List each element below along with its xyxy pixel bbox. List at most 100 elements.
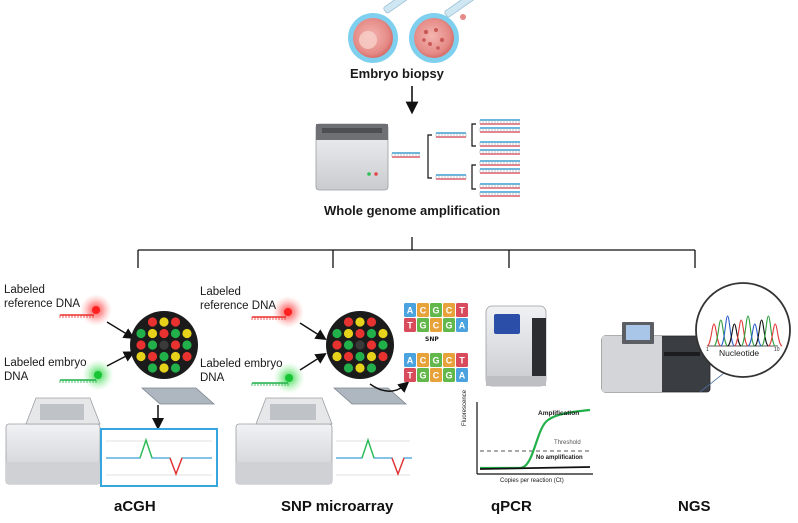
snp-array-spot	[366, 363, 377, 373]
acgh-array-spot	[147, 351, 158, 362]
snp-probe-2-top-base	[417, 353, 429, 367]
acgh-array-spot	[159, 340, 169, 350]
ngs-nucleotide-label: Nucleotide	[719, 348, 760, 358]
arrow-ref-to-array	[106, 321, 135, 339]
acgh-ref-dna-label: Labeled reference DNA	[4, 284, 81, 310]
ngs-chromatogram-peak	[740, 315, 756, 347]
acgh-array-spot	[147, 328, 158, 339]
acgh-array-spot	[147, 363, 158, 373]
snp-probe-1-top-base-label: A	[407, 306, 414, 316]
snp-probe-2-bottom-base	[443, 368, 455, 382]
snp-probe-1-bottom-base-label: G	[419, 321, 426, 331]
snp-probe-1-bottom-base-label: A	[459, 321, 466, 331]
ngs-sequencer	[601, 322, 711, 393]
acgh-array-spot	[136, 340, 146, 350]
ngs-chromatogram-peak	[720, 315, 736, 347]
snp-probe-1-bottom-base-label: C	[433, 321, 440, 331]
snp-probe-1-bottom-base	[430, 318, 442, 332]
snp-probe-2-top-base-label: G	[432, 356, 439, 366]
arrow-array-to-snp-probe	[369, 381, 410, 393]
snp-probe-2-bottom-base	[404, 368, 416, 382]
snp-probe-1-bottom-base	[404, 318, 416, 332]
step-wga-label: Whole genome amplification	[324, 203, 501, 218]
snp-embryo-strand	[251, 382, 289, 386]
acgh-embryo-strand	[59, 379, 97, 383]
snp-probe-1-top-base	[417, 303, 429, 317]
dna-fragment-copy-10	[479, 191, 520, 197]
snp-array-spot	[343, 340, 354, 350]
dna-fragment-copy-9	[479, 183, 520, 189]
pipette-left	[383, 0, 415, 14]
branch-connectors	[137, 237, 696, 268]
snp-ref-strand	[251, 316, 286, 320]
ngs-chromatogram-peak	[747, 323, 763, 347]
acgh-array-spot	[147, 317, 158, 327]
embryo-right	[414, 18, 454, 58]
ngs-chromatogram-peak	[754, 319, 770, 347]
dna-fragment-copy-6	[479, 149, 520, 155]
ngs-chromatogram-peak	[733, 319, 749, 347]
qpcr-no-amplification-curve	[479, 466, 591, 470]
snp-probe-1-bottom-base-label: G	[445, 321, 452, 331]
ngs-panel	[601, 282, 791, 393]
snp-embryo-dna-label: Labeled embryo DNA	[200, 358, 283, 384]
snp-probe-2-bottom-base	[430, 368, 442, 382]
acgh-array-spot	[136, 328, 146, 339]
qpcr-threshold-label: Threshold	[554, 440, 581, 446]
thermocycler-machine	[315, 123, 389, 191]
acgh-ref-strand	[59, 314, 94, 318]
snp-ref-dna-label: Labeled reference DNA	[200, 286, 277, 312]
snp-array-spot	[332, 340, 342, 350]
dna-fragment-copy-1	[435, 132, 467, 138]
snp-array-spot	[332, 351, 342, 362]
acgh-embryo-dna-label: Labeled embryo DNA	[4, 357, 87, 383]
snp-probe-2-top-base	[456, 353, 468, 367]
acgh-reference-dna	[59, 294, 112, 326]
qpcr-panel	[476, 305, 593, 475]
acgh-scanner	[5, 397, 101, 485]
snp-array-spot	[366, 317, 377, 327]
snp-probe-2-bottom-base-label: T	[407, 371, 413, 381]
ngs-chromatogram-peak	[706, 323, 722, 347]
snp-array-spot	[378, 328, 388, 339]
snp-probe-1-top-base	[443, 303, 455, 317]
snp-result-plot	[336, 437, 412, 476]
dna-fragment-input	[391, 152, 420, 158]
snp-array-spot	[343, 328, 354, 339]
acgh-array-spot	[136, 351, 146, 362]
arrow-embryo-to-array	[106, 351, 135, 367]
acgh-array-spot	[159, 363, 169, 373]
snp-probe-2-top-base-label: A	[407, 356, 414, 366]
snp-reference-dna	[251, 296, 304, 328]
snp-array-spot	[355, 317, 365, 327]
snp-array-spot	[355, 328, 365, 339]
snp-probe-1-top-base-label: G	[432, 306, 439, 316]
snp-probe-2-bottom-base	[456, 368, 468, 382]
dna-fragment-copy-5	[479, 141, 520, 147]
snp-probe-1-bottom-base	[456, 318, 468, 332]
method-snp-label: SNP microarray	[281, 498, 394, 515]
ngs-tick-start: 1	[706, 347, 709, 353]
acgh-array-spot	[182, 351, 192, 362]
acgh-array-spot	[170, 351, 181, 362]
snp-embryo-dna	[251, 362, 305, 394]
acgh-array-spot	[147, 340, 158, 350]
snp-tag-label: SNP	[425, 336, 439, 343]
snp-array-spot	[378, 340, 388, 350]
acgh-array-spot	[182, 328, 192, 339]
snp-probe-1-top-base-label: C	[420, 306, 427, 316]
acgh-result-plot	[100, 428, 218, 487]
snp-array-spot	[366, 351, 377, 362]
qpcr-amplification-label: Amplification	[538, 410, 580, 417]
qpcr-no-amplification-label: No amplification	[536, 455, 583, 461]
acgh-array-spot	[170, 328, 181, 339]
snp-probe-2-bottom-base-label: C	[433, 371, 440, 381]
embryo-biopsy-illustration	[348, 0, 476, 63]
snp-array-spot	[332, 328, 342, 339]
snp-array-spot	[378, 351, 388, 362]
method-qpcr-label: qPCR	[491, 498, 532, 515]
snp-probe-1-top-base	[456, 303, 468, 317]
